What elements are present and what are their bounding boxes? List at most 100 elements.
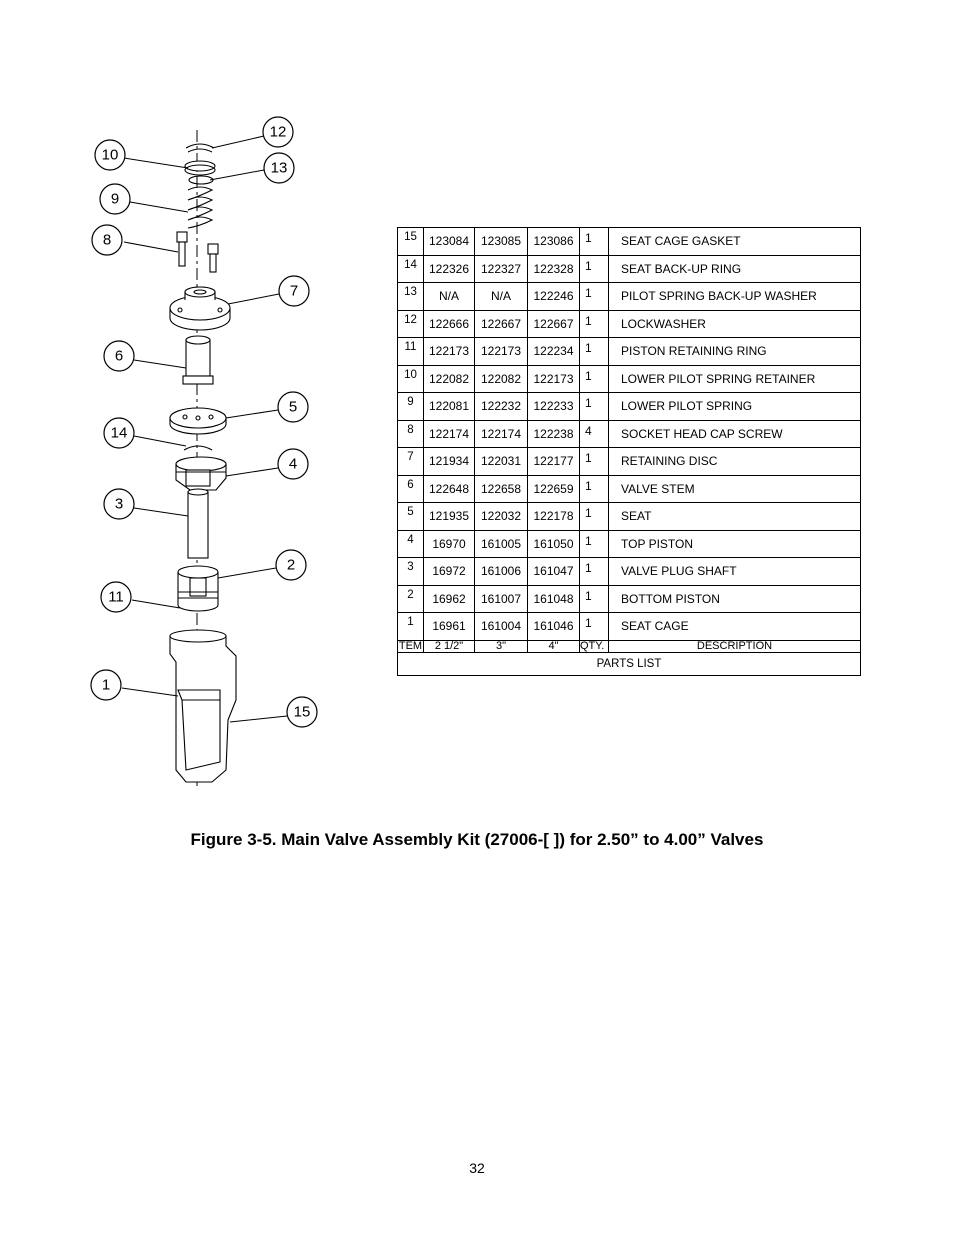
exploded-assembly-drawing: 12 10 13 9 8 7 6 5 14 4 3 2 11 1 15 (90, 116, 318, 790)
svg-text:12: 12 (270, 124, 287, 141)
cell-part-250: 122081 (423, 392, 475, 421)
svg-text:10: 10 (102, 147, 119, 164)
cell-part-4: 123086 (527, 227, 580, 256)
cell-part-250: 16972 (423, 557, 475, 586)
header-size-3: 3" (474, 639, 528, 653)
svg-text:2: 2 (287, 557, 295, 574)
svg-text:6: 6 (115, 348, 123, 365)
svg-text:8: 8 (103, 232, 111, 249)
cell-part-4: 122178 (527, 502, 580, 531)
header-qty: QTY. (579, 639, 609, 653)
header-description: DESCRIPTION (608, 639, 861, 653)
cell-part-3: 122031 (474, 447, 528, 476)
cell-part-3: 161007 (474, 584, 528, 613)
cell-part-3: 161006 (474, 557, 528, 586)
cell-part-250: 122173 (423, 337, 475, 366)
callout-14: 14 (103, 417, 135, 449)
svg-text:4: 4 (289, 456, 297, 473)
cell-part-4: 122667 (527, 309, 580, 338)
cell-qty: 1 (579, 309, 609, 338)
svg-text:13: 13 (271, 160, 288, 177)
svg-text:14: 14 (111, 425, 128, 442)
parts-list-title-row: PARTS LIST (397, 651, 861, 676)
cell-part-3: N/A (474, 282, 528, 311)
cell-description: SEAT CAGE (608, 612, 861, 641)
svg-text:1: 1 (102, 677, 110, 694)
cell-qty: 1 (579, 337, 609, 366)
cell-item: 8 (397, 419, 424, 448)
cell-description: TOP PISTON (608, 529, 861, 558)
cell-description: LOWER PILOT SPRING RETAINER (608, 364, 861, 393)
cell-part-4: 122177 (527, 447, 580, 476)
cell-description: LOCKWASHER (608, 309, 861, 338)
cell-description: VALVE STEM (608, 474, 861, 503)
cell-qty: 1 (579, 584, 609, 613)
part-seat-cage (169, 629, 237, 783)
cell-item: 2 (397, 584, 424, 613)
cell-part-4: 122234 (527, 337, 580, 366)
part-retaining-disc (169, 286, 231, 331)
cell-part-3: 122032 (474, 502, 528, 531)
part-lockwasher (185, 143, 215, 153)
part-backup-ring (183, 445, 213, 451)
cell-item: 11 (397, 337, 424, 366)
cell-part-250: 16961 (423, 612, 475, 641)
callout-1: 1 (90, 669, 122, 701)
cell-description: PILOT SPRING BACK-UP WASHER (608, 282, 861, 311)
cell-description: VALVE PLUG SHAFT (608, 557, 861, 586)
cell-part-4: 161050 (527, 529, 580, 558)
cell-part-3: 161005 (474, 529, 528, 558)
callout-11: 11 (100, 581, 132, 613)
figure-caption: Figure 3-5. Main Valve Assembly Kit (270… (190, 830, 764, 849)
cell-description: BOTTOM PISTON (608, 584, 861, 613)
cell-part-250: 122174 (423, 419, 475, 448)
cell-item: 10 (397, 364, 424, 393)
callout-6: 6 (103, 340, 135, 372)
cell-qty: 1 (579, 282, 609, 311)
callout-5: 5 (277, 391, 309, 423)
cell-part-250: 122082 (423, 364, 475, 393)
cell-description: LOWER PILOT SPRING (608, 392, 861, 421)
callout-4: 4 (277, 448, 309, 480)
cell-item: 9 (397, 392, 424, 421)
cell-item: 14 (397, 254, 424, 283)
cell-part-3: 122667 (474, 309, 528, 338)
cell-item: 13 (397, 282, 424, 311)
cell-item: 3 (397, 557, 424, 586)
cell-qty: 1 (579, 392, 609, 421)
cell-part-4: 122659 (527, 474, 580, 503)
cell-qty: 1 (579, 612, 609, 641)
cell-part-4: 161046 (527, 612, 580, 641)
cell-item: 4 (397, 529, 424, 558)
cell-part-3: 122658 (474, 474, 528, 503)
cell-part-250: 122666 (423, 309, 475, 338)
header-item: TEM (397, 639, 424, 653)
cell-qty: 1 (579, 474, 609, 503)
part-seat (169, 407, 227, 435)
callout-9: 9 (99, 183, 131, 215)
cell-part-3: 122232 (474, 392, 528, 421)
part-spring (187, 186, 214, 229)
cell-part-250: 121935 (423, 502, 475, 531)
cell-part-3: 161004 (474, 612, 528, 641)
cell-part-250: 122648 (423, 474, 475, 503)
cell-part-3: 122082 (474, 364, 528, 393)
callout-12: 12 (262, 116, 294, 148)
cell-qty: 1 (579, 502, 609, 531)
cell-part-4: 122328 (527, 254, 580, 283)
cell-description: SEAT (608, 502, 861, 531)
cell-part-250: 122326 (423, 254, 475, 283)
cell-item: 15 (397, 227, 424, 256)
part-bottom-piston (177, 565, 219, 612)
cell-part-250: N/A (423, 282, 475, 311)
cell-part-3: 122174 (474, 419, 528, 448)
cell-qty: 1 (579, 364, 609, 393)
